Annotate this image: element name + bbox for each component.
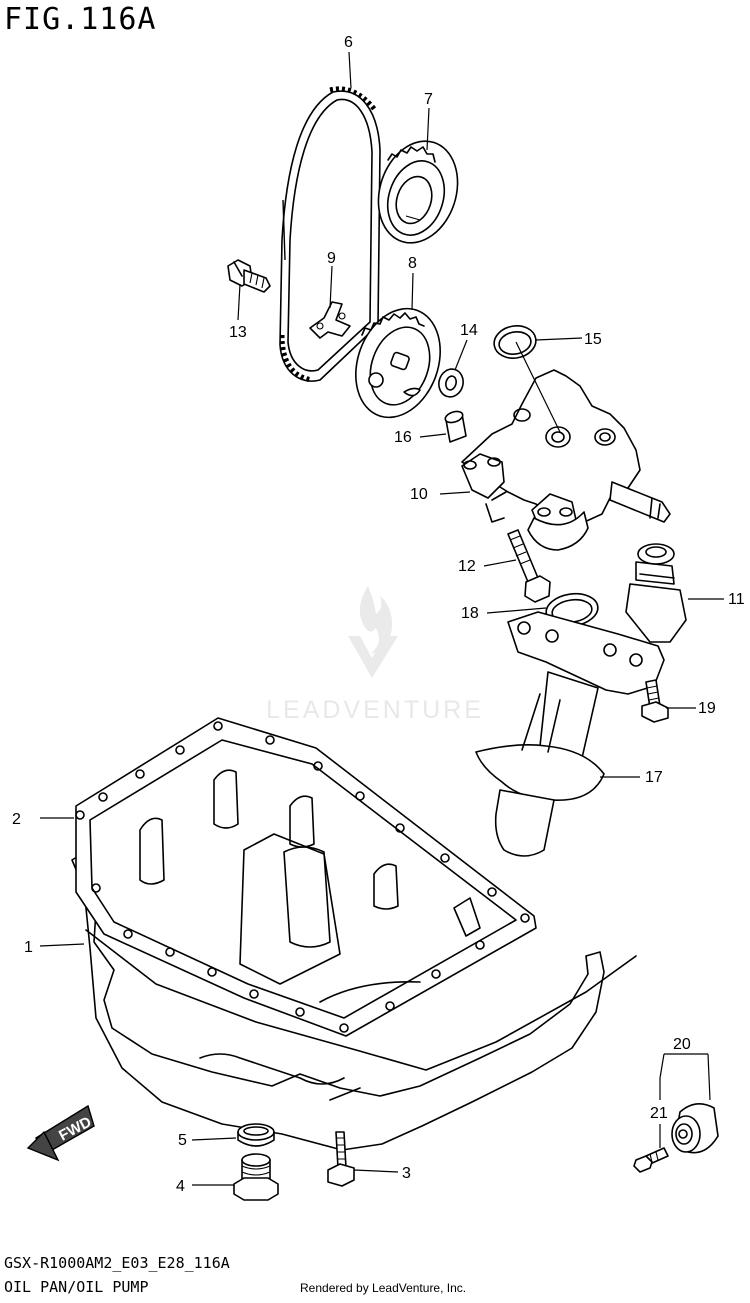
figure-code: GSX-R1000AM2_E03_E28_116A xyxy=(4,1254,230,1272)
callout-9: 9 xyxy=(327,250,336,267)
callout-19: 19 xyxy=(698,700,716,717)
figure-title: FIG.116A xyxy=(4,2,157,37)
callout-18: 18 xyxy=(461,605,479,622)
cam-sprocket-part xyxy=(377,140,459,244)
callout-12: 12 xyxy=(458,558,476,575)
callout-numbers: 6 7 8 9 13 14 15 16 10 11 12 18 19 17 2 … xyxy=(12,34,745,1195)
bolt-12-part xyxy=(507,529,551,603)
relief-valve-11-part xyxy=(625,543,687,643)
callout-13: 13 xyxy=(229,324,247,341)
callout-3: 3 xyxy=(402,1165,411,1182)
callout-14: 14 xyxy=(460,322,478,339)
callout-7: 7 xyxy=(424,91,433,108)
pump-pin-part xyxy=(309,301,351,339)
o-ring-15-part xyxy=(493,325,537,359)
washer-5-part xyxy=(237,1123,275,1147)
callout-11: 11 xyxy=(728,591,745,608)
callout-16: 16 xyxy=(394,429,412,446)
callout-leaders xyxy=(39,51,724,1186)
callout-2: 2 xyxy=(12,811,21,828)
cam-chain-part xyxy=(279,86,381,383)
bolt-19-part xyxy=(641,679,669,723)
callout-17: 17 xyxy=(645,769,663,786)
oil-pump-part xyxy=(461,369,671,551)
watermark-text: LEADVENTURE xyxy=(266,696,484,724)
callout-20: 20 xyxy=(673,1036,691,1053)
dowel-16-part xyxy=(444,410,467,443)
fwd-direction-badge: FWD xyxy=(26,1104,95,1162)
oil-pan-1-part xyxy=(71,853,637,1151)
bolt-3-part xyxy=(327,1131,355,1187)
callout-8: 8 xyxy=(408,255,417,272)
drain-plug-4-part xyxy=(233,1153,279,1201)
bolt-13-part xyxy=(227,259,271,293)
pressure-switch-20-part xyxy=(671,1103,719,1154)
gasket-bolt-holes xyxy=(75,721,530,1033)
callout-15: 15 xyxy=(584,331,602,348)
oil-strainer-17-part xyxy=(475,611,665,857)
callout-6: 6 xyxy=(344,34,353,51)
callout-21: 21 xyxy=(650,1105,668,1122)
leadventure-watermark-logo: LEADVENTURE xyxy=(266,586,484,724)
gasket-2-part xyxy=(75,717,537,1037)
callout-5: 5 xyxy=(178,1132,187,1149)
washer-14-part xyxy=(438,368,464,398)
callout-1: 1 xyxy=(24,939,33,956)
figure-description: OIL PAN/OIL PUMP xyxy=(4,1278,149,1296)
screw-21-part xyxy=(633,1147,669,1173)
callout-4: 4 xyxy=(176,1178,185,1195)
pump-sprocket-part xyxy=(355,307,441,419)
callout-10: 10 xyxy=(410,486,428,503)
render-credit: Rendered by LeadVenture, Inc. xyxy=(300,1281,467,1295)
